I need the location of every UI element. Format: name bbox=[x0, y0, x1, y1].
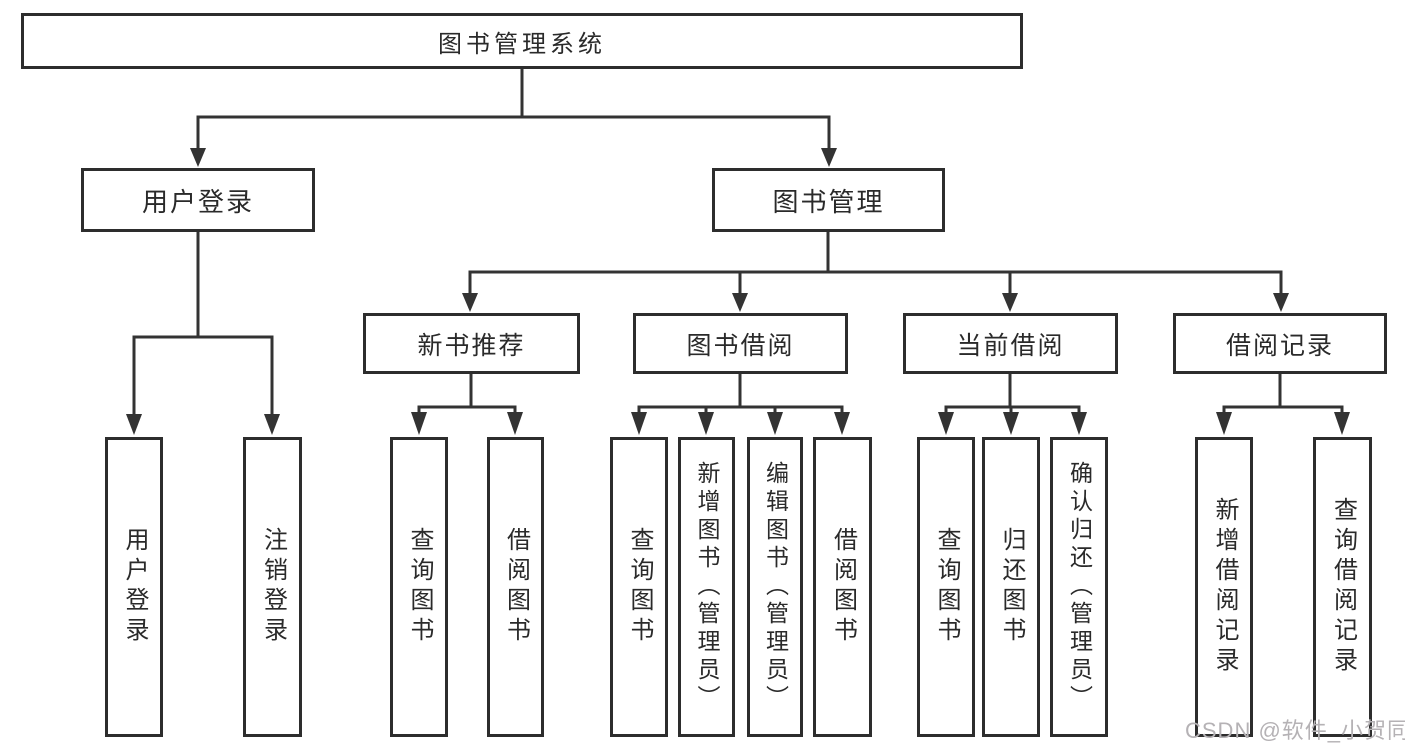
leaf-confirm-return-admin: 确认归还（管理员） bbox=[1050, 437, 1108, 737]
leaf-edit-books-admin: 编辑图书（管理员） bbox=[747, 437, 803, 737]
node-book-management: 图书管理 bbox=[712, 168, 945, 232]
node-book-borrowing: 图书借阅 bbox=[633, 313, 848, 374]
leaf-return-books: 归还图书 bbox=[982, 437, 1040, 737]
leaf-borrow-books-recommend: 借阅图书 bbox=[487, 437, 544, 737]
leaf-query-books-borrow: 查询图书 bbox=[610, 437, 668, 737]
node-borrowing-records: 借阅记录 bbox=[1173, 313, 1387, 374]
node-new-book-recommendation: 新书推荐 bbox=[363, 313, 580, 374]
leaf-logout: 注销登录 bbox=[243, 437, 302, 737]
leaf-add-borrow-record: 新增借阅记录 bbox=[1195, 437, 1253, 737]
leaf-user-login: 用户登录 bbox=[105, 437, 163, 737]
node-library-management-system: 图书管理系统 bbox=[21, 13, 1023, 69]
node-current-borrowing: 当前借阅 bbox=[903, 313, 1118, 374]
node-user-login: 用户登录 bbox=[81, 168, 315, 232]
leaf-query-books-current: 查询图书 bbox=[917, 437, 975, 737]
leaf-add-books-admin: 新增图书（管理员） bbox=[678, 437, 735, 737]
leaf-query-books-recommend: 查询图书 bbox=[390, 437, 448, 737]
leaf-query-borrow-record: 查询借阅记录 bbox=[1313, 437, 1372, 737]
leaf-borrow-books: 借阅图书 bbox=[813, 437, 872, 737]
csdn-watermark: CSDN @软件_小贺同学 bbox=[1185, 718, 1405, 743]
